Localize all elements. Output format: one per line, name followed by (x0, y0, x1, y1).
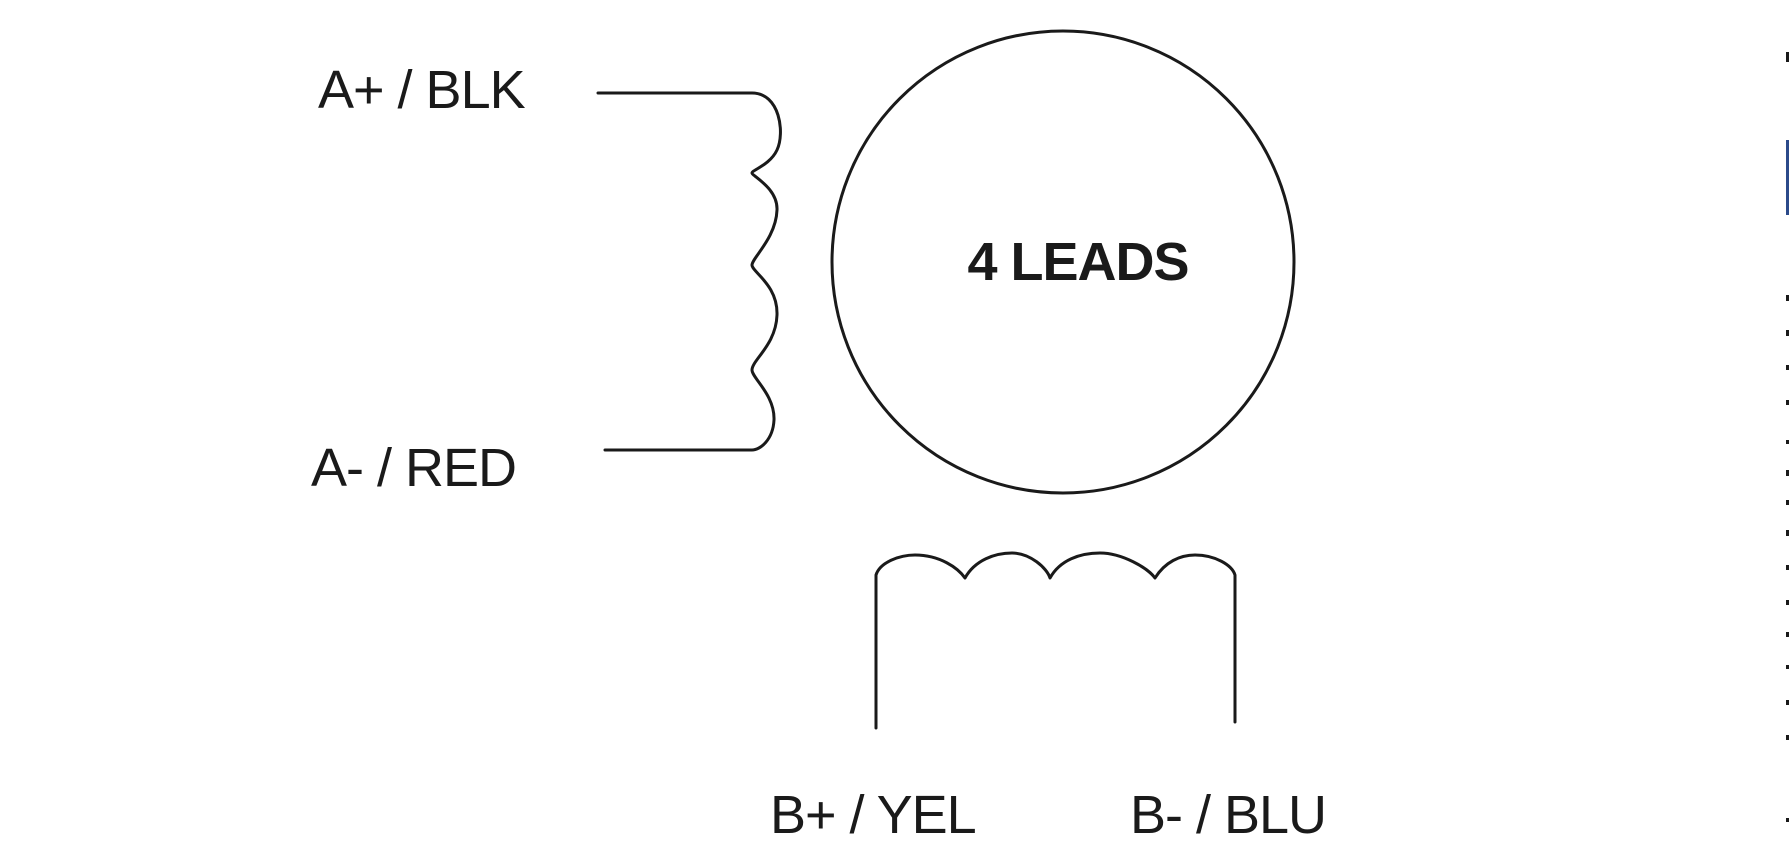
coil-a-winding (596, 91, 782, 452)
lead-a-plus-label: A+ / BLK (318, 60, 526, 120)
coil-a: A+ / BLK A- / RED (311, 60, 782, 498)
lead-b-minus-label: B- / BLU (1130, 785, 1326, 845)
lead-a-minus-label: A- / RED (311, 438, 516, 498)
coil-b: B+ / YEL B- / BLU (770, 551, 1327, 845)
right-edge-marks (1786, 52, 1789, 822)
lead-b-plus-label: B+ / YEL (770, 785, 976, 845)
center-label: 4 LEADS (967, 232, 1188, 292)
motor-body-circle (830, 29, 1296, 495)
coil-b-winding (874, 551, 1237, 730)
